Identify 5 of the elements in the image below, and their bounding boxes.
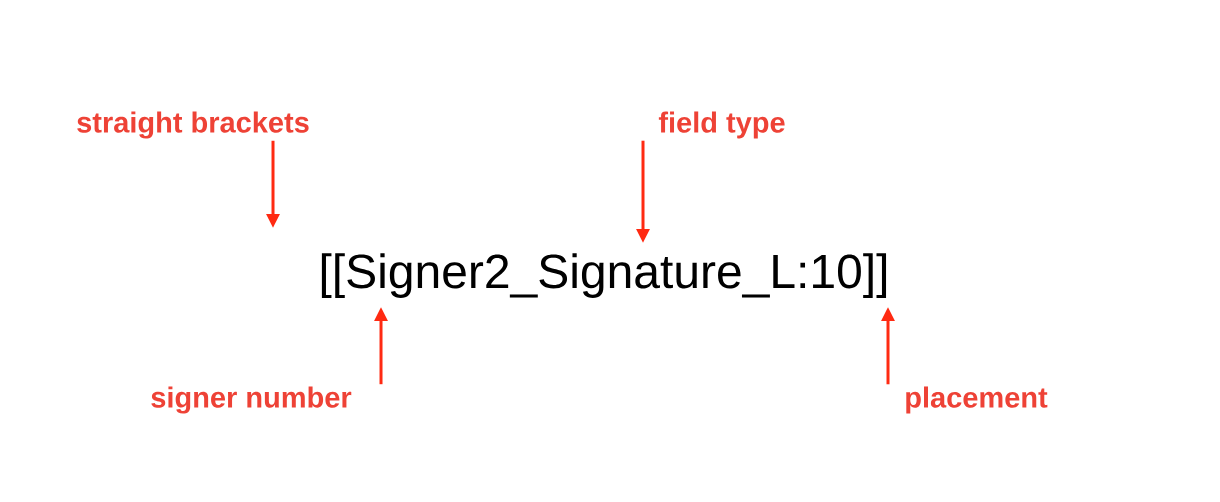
callout-label: field type	[658, 111, 785, 139]
callout-label: placement	[906, 386, 1048, 414]
callout-label: straight brackets	[77, 111, 309, 139]
callout-label: signer number	[151, 386, 352, 414]
field-code-text: [[Signer2_Signature_L:10]]	[321, 253, 887, 298]
